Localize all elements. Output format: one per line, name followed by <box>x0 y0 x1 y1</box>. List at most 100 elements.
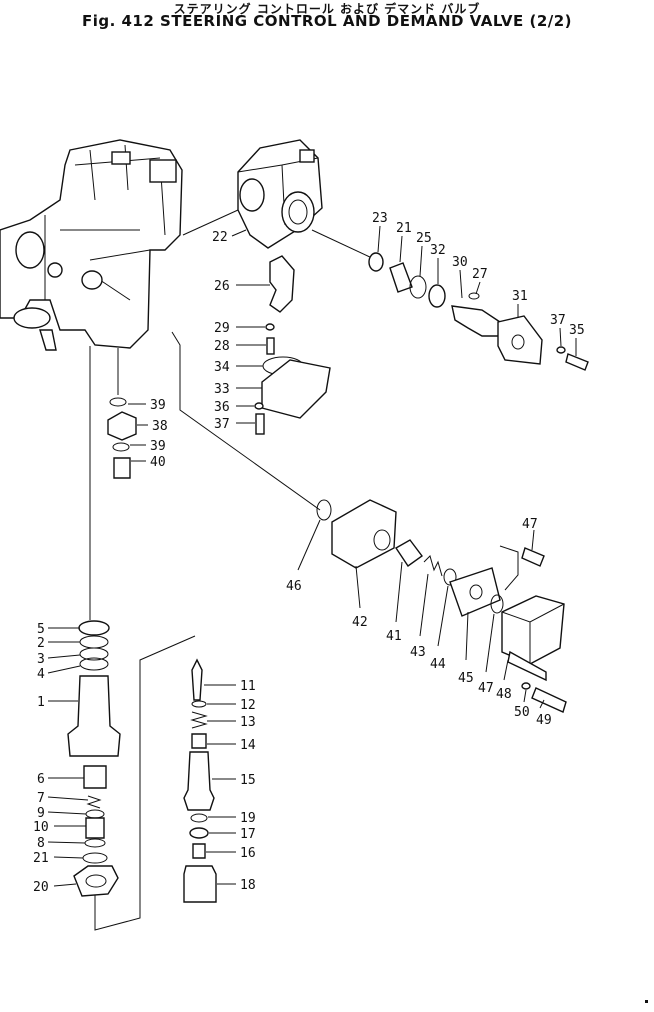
callout-43: 43 <box>410 645 426 660</box>
washer-part-50 <box>521 682 531 690</box>
callout-40: 40 <box>150 455 166 470</box>
callout-49: 49 <box>536 713 552 728</box>
callout-7: 7 <box>37 791 45 806</box>
callout-21: 21 <box>33 851 49 866</box>
o-ring-part-39-top <box>109 397 127 407</box>
o-ring-part-19 <box>190 813 208 823</box>
callout-36: 37 <box>214 417 230 432</box>
callout-34: 34 <box>214 360 230 375</box>
o-ring-part-44 <box>443 568 457 586</box>
valve-block-part-42 <box>331 499 397 569</box>
callout-20: 20 <box>33 880 49 895</box>
callout-4: 4 <box>37 667 45 682</box>
callout-5: 5 <box>37 622 45 637</box>
bolt-part-28 <box>266 337 275 355</box>
bolt-part-49 <box>531 687 567 713</box>
spring-part-43 <box>423 555 443 577</box>
o-ring-part-47-bottom <box>490 594 504 614</box>
spring-part-7 <box>86 795 102 809</box>
callout-12: 12 <box>240 698 256 713</box>
callout-33: 33 <box>214 382 230 397</box>
callout-47-bottom: 47 <box>478 681 494 696</box>
housing-part-22 <box>237 139 323 249</box>
bolt-part-36 <box>255 413 265 435</box>
ring-part-2 <box>79 635 109 649</box>
callout-16: 16 <box>240 846 256 861</box>
ring-part-12 <box>191 700 207 708</box>
callout-35: 35 <box>569 323 585 338</box>
callout-25: 25 <box>416 231 432 246</box>
callout-37-right: 37 <box>550 313 566 328</box>
plate-part-31 <box>497 315 543 365</box>
body-part-15 <box>183 751 215 811</box>
bolt-part-35 <box>565 353 589 371</box>
ring-part-9 <box>85 809 105 819</box>
nut-part-20 <box>73 865 119 897</box>
washer-part-29 <box>265 323 275 331</box>
seal-part-24 <box>368 252 384 272</box>
corner-mark <box>645 1000 648 1003</box>
ring-part-3 <box>79 647 109 661</box>
callout-46: 47 <box>522 517 538 532</box>
valve-body-assembly <box>0 139 183 351</box>
callout-42: 42 <box>352 615 368 630</box>
callout-32: 32 <box>430 243 446 258</box>
block-part-38 <box>107 411 137 441</box>
callout-13: 13 <box>240 715 256 730</box>
spool-part-41 <box>395 539 423 567</box>
callout-11: 11 <box>240 679 256 694</box>
callout-50: 50 <box>514 705 530 720</box>
cover-block-part-48 <box>501 595 565 665</box>
shaft-part-30 <box>451 305 501 337</box>
callout-2: 2 <box>37 636 45 651</box>
callout-37-left: 36 <box>214 400 230 415</box>
lever-arm-part-26 <box>269 255 295 313</box>
fitting-part-18 <box>183 865 217 903</box>
valve-part-10 <box>85 817 105 839</box>
callout-44: 44 <box>430 657 446 672</box>
sleeve-part-1 <box>67 675 121 757</box>
callout-3: 3 <box>37 652 45 667</box>
callout-39-bottom: 39 <box>150 439 166 454</box>
callout-10: 10 <box>33 820 49 835</box>
seal-part-5 <box>78 620 110 636</box>
callout-45: 45 <box>458 671 474 686</box>
callout-15: 15 <box>240 773 256 788</box>
callout-38: 38 <box>152 419 168 434</box>
o-ring-part-39-bottom <box>112 442 130 452</box>
callout-14: 14 <box>240 738 256 753</box>
callout-22: 22 <box>212 230 228 245</box>
leader-lines <box>89 209 519 931</box>
japanese-title: ステアリング コントロール および デマンド バルブ <box>173 2 481 16</box>
ring-part-8 <box>84 838 106 848</box>
piston-part-6 <box>83 765 107 789</box>
callout-30: 30 <box>452 255 468 270</box>
callout-17: 17 <box>240 827 256 842</box>
ring-part-25 <box>409 275 427 299</box>
flange-plate-part-45 <box>449 567 501 617</box>
callout-39-top: 39 <box>150 398 166 413</box>
callouts: 22 23 21 25 32 30 27 31 37 35 26 29 28 3… <box>33 211 585 895</box>
piston-part-14 <box>191 733 207 749</box>
callout-26: 26 <box>214 279 230 294</box>
callout-23: 21 <box>396 221 412 236</box>
o-ring-part-21 <box>82 852 108 864</box>
callout-19: 19 <box>240 811 256 826</box>
ring-part-4 <box>79 657 109 671</box>
bushing-part-23 <box>389 262 413 293</box>
callout-27: 27 <box>472 267 488 282</box>
bolt-part-46 <box>521 547 545 567</box>
figure-title: Fig. 412 STEERING CONTROL AND DEMAND VAL… <box>81 12 573 30</box>
callout-31: 31 <box>512 289 528 304</box>
callout-24: 23 <box>372 211 388 226</box>
washer-part-37-right <box>556 346 566 354</box>
spring-part-13 <box>190 711 208 729</box>
callout-48: 48 <box>496 687 512 702</box>
washer-part-17 <box>189 827 209 839</box>
callout-8: 8 <box>37 836 45 851</box>
o-ring-part-47-top <box>316 499 332 521</box>
needle-part-11 <box>191 658 203 701</box>
cover-plate-part-33 <box>261 359 331 419</box>
callout-9: 9 <box>37 806 45 821</box>
